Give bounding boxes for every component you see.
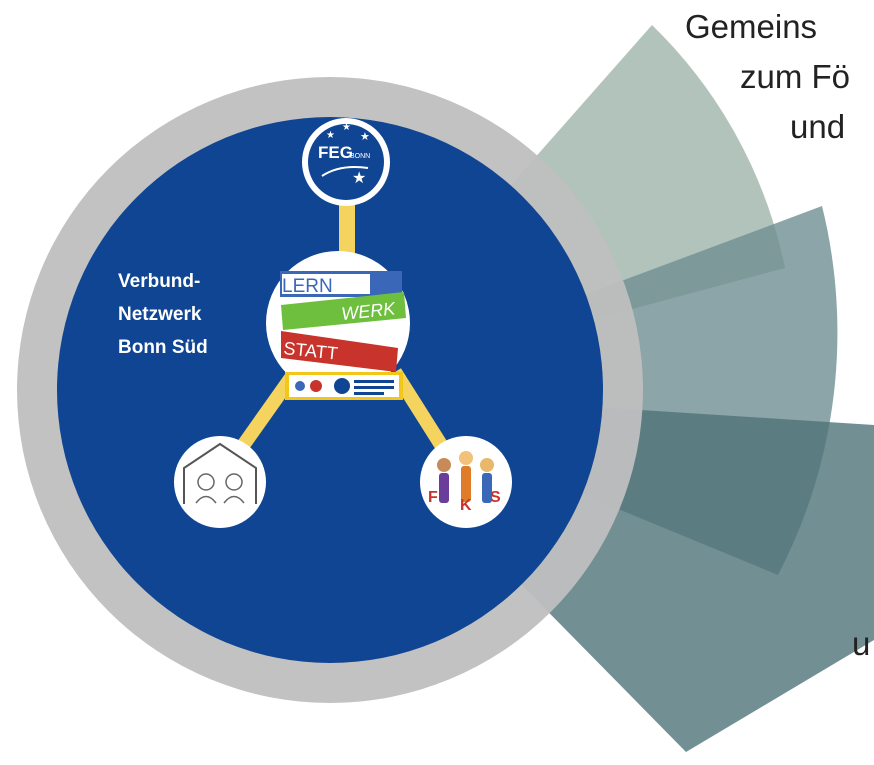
network-label-line-3: Bonn Süd — [118, 337, 208, 358]
network-label-line-1: Verbund- — [118, 271, 200, 292]
fks-letter-k: K — [460, 497, 472, 514]
network-label-line-2: Netzwerk — [118, 304, 202, 325]
star-icon: ★ — [360, 131, 370, 143]
star-icon: ★ — [326, 130, 335, 141]
right-text-line-2: zum Fö — [740, 58, 850, 95]
swoosh-icon — [321, 166, 369, 177]
right-text-line-1: Gemeins — [685, 8, 817, 45]
star-icon: ★ — [342, 122, 351, 133]
partner-logo-icon — [295, 381, 305, 391]
partner-logo-icon — [334, 378, 350, 394]
right-text-line-4: u — [852, 625, 870, 662]
feg-logo: FEG BONN ★ ★ ★ ★ — [302, 118, 390, 206]
child-icon — [459, 451, 473, 465]
right-texts: Gemeins zum Fö und u — [685, 8, 870, 662]
feg-logo-text: FEG — [318, 143, 353, 162]
feg-logo-subtext: BONN — [350, 153, 370, 160]
lern-word: LERN — [282, 276, 333, 297]
fks-letter-f: F — [428, 489, 438, 506]
lernwerkstatt-logo: LERN WERK STATT — [266, 251, 410, 400]
child-icon — [225, 473, 243, 491]
star-icon: ★ — [352, 170, 366, 187]
right-text-line-3: und — [790, 108, 845, 145]
house-icon — [183, 442, 257, 504]
fks-letter-s: S — [490, 489, 501, 506]
network-label: Verbund- Netzwerk Bonn Süd — [118, 271, 208, 358]
partner-logo-icon — [310, 380, 322, 392]
house-logo — [174, 436, 266, 528]
child-icon — [437, 458, 451, 472]
child-icon — [197, 473, 215, 491]
fks-logo: F K S — [420, 436, 512, 528]
child-icon — [480, 458, 494, 472]
